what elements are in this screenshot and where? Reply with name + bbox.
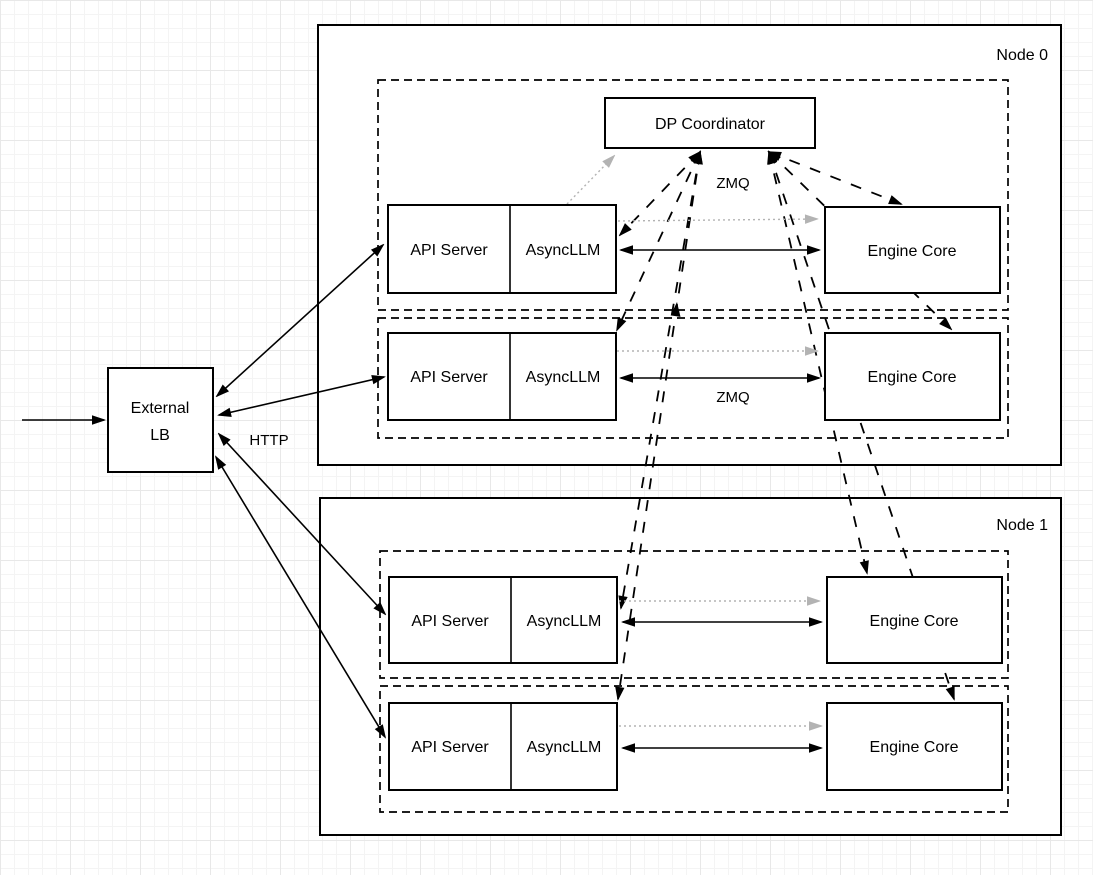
- api-server-label-n1r1: API Server: [411, 613, 489, 630]
- dp-coordinator-box: [604, 97, 816, 149]
- engine-core-label-n1r1: Engine Core: [870, 613, 959, 630]
- api-server-label-n1r2: API Server: [411, 739, 489, 756]
- engine-core-box-n0r2: [824, 332, 1001, 421]
- edge-dp-asyncllm-n1r2: [618, 152, 700, 699]
- engine-core-box-n1r1: [826, 576, 1003, 664]
- http-label: HTTP: [249, 432, 288, 449]
- asyncllm-label-n0r2: AsyncLLM: [526, 369, 601, 386]
- engine-core-box-n0r1: [824, 206, 1001, 294]
- zmq-label-coordinator: ZMQ: [716, 175, 749, 192]
- asyncllm-label-n1r1: AsyncLLM: [527, 613, 602, 630]
- zmq-label-engine: ZMQ: [716, 389, 749, 406]
- external-lb-label-line2: LB: [150, 427, 170, 444]
- node1-label: Node 1: [996, 517, 1048, 534]
- api-asyncllm-box-n0r1: [387, 204, 617, 294]
- asyncllm-label-n1r2: AsyncLLM: [527, 739, 602, 756]
- edge-asyncllm-dp-gray-n0r1: [566, 156, 614, 205]
- engine-core-label-n1r2: Engine Core: [870, 739, 959, 756]
- engine-core-label-n0r1: Engine Core: [868, 243, 957, 260]
- api-asyncllm-box-n1r1: [388, 576, 618, 664]
- api-server-label-n0r2: API Server: [410, 369, 488, 386]
- node0-label: Node 0: [996, 47, 1048, 64]
- api-server-label-n0r1: API Server: [410, 242, 488, 259]
- dp-coordinator-label: DP Coordinator: [655, 116, 766, 133]
- edge-asyncllm-engine-gray-n0r1: [617, 219, 817, 221]
- edge-dp-engine-n1r2: [768, 152, 955, 699]
- edge-lb-api-n1r2: [216, 457, 385, 737]
- api-asyncllm-box-n1r2: [388, 702, 618, 791]
- edge-lb-api-n0r1: [217, 245, 383, 396]
- external-lb-label-line1: External: [131, 400, 190, 417]
- engine-core-label-n0r2: Engine Core: [868, 369, 957, 386]
- api-asyncllm-box-n0r2: [387, 332, 617, 421]
- engine-core-box-n1r2: [826, 702, 1003, 791]
- asyncllm-label-n0r1: AsyncLLM: [526, 242, 601, 259]
- mid-up-arrowhead: [670, 302, 681, 317]
- edge-lb-api-n0r2: [219, 377, 384, 415]
- external-lb-box: [107, 367, 214, 473]
